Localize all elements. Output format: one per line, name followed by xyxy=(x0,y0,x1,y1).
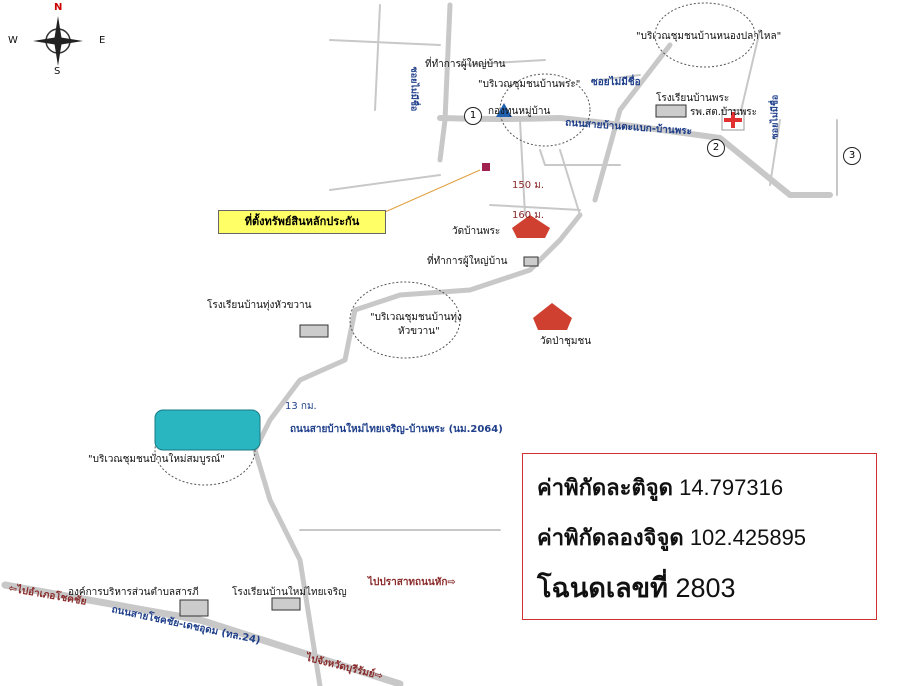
label-village-fund: กองทุนหมู่บ้าน xyxy=(488,106,551,117)
label-school-thung: โรงเรียนบ้านทุ่งหัวขวาน xyxy=(207,300,312,311)
label-road-2064: ถนนสายบ้านใหม่ไทยเจริญ-บ้านพระ (นม.2064) xyxy=(290,424,503,435)
label-to-prasat: ไปปราสาทถนนหัก⇨ xyxy=(368,577,456,588)
road-24 xyxy=(1,581,404,686)
label-distance-13km: 13 กม. xyxy=(285,401,317,412)
longitude-row: ค่าพิกัดลองจิจูด 102.425895 xyxy=(537,520,806,555)
school-icon xyxy=(299,324,329,338)
collateral-plot xyxy=(154,409,261,451)
temple-icon xyxy=(533,303,572,330)
compass-s: S xyxy=(54,66,61,77)
collateral-marker xyxy=(482,163,490,171)
school-icon xyxy=(271,597,301,611)
label-soi: ซอยไม่มีชื่อ xyxy=(770,94,781,140)
label-community-thung-2: หัวขวาน" xyxy=(398,326,440,337)
longitude-label: ค่าพิกัดลองจิจูด xyxy=(537,525,684,550)
marker-3: 3 xyxy=(843,147,861,165)
callout-leader xyxy=(384,169,481,213)
coordinates-panel: ค่าพิกัดละติจูด 14.797316 ค่าพิกัดลองจิจ… xyxy=(522,453,877,620)
marker-2: 2 xyxy=(707,139,725,157)
headman-office-icon xyxy=(523,256,539,267)
compass-icon xyxy=(33,16,83,66)
deed-row: โฉนดเลขที่ 2803 xyxy=(537,566,736,609)
label-sao-office: องค์การบริหารส่วนตำบลสารภี xyxy=(68,587,199,598)
latitude-row: ค่าพิกัดละติจูด 14.797316 xyxy=(537,470,783,505)
latitude-value: 14.797316 xyxy=(679,475,784,500)
compass-w: W xyxy=(8,35,18,46)
road-north-south-main xyxy=(437,2,453,163)
compass-e: E xyxy=(99,35,106,46)
label-wat-ban-phra: วัดบ้านพระ xyxy=(452,226,501,237)
community-circle-nong-pla-lai xyxy=(654,2,756,68)
road-2064 xyxy=(252,212,583,686)
deed-value: 2803 xyxy=(675,573,736,603)
label-community-thung: "บริเวณชุมชนบ้านทุ่ง xyxy=(370,312,462,323)
latitude-label: ค่าพิกัดละติจูด xyxy=(537,475,673,500)
hospital-icon xyxy=(721,109,745,131)
label-health-center: รพ.สต.บ้านพระ xyxy=(690,107,758,118)
community-circle-thung xyxy=(349,281,461,359)
collateral-callout: ที่ตั้งทรัพย์สินหลักประกัน xyxy=(218,210,386,234)
label-soi: ซอยไม่มีชื่อ xyxy=(591,77,641,88)
compass-n: N xyxy=(54,2,63,13)
road-to-nong-pla-lai xyxy=(592,42,673,203)
label-school-ban-phra: โรงเรียนบ้านพระ xyxy=(656,93,730,104)
road-main-tabaek-phra xyxy=(437,115,833,198)
label-community-mai-somboon: "บริเวณชุมชนบ้านใหม่สมบูรณ์" xyxy=(88,454,225,465)
label-distance-160: 160 ม. xyxy=(512,210,545,221)
community-circle-ban-phra xyxy=(499,73,591,147)
school-icon xyxy=(655,104,687,118)
label-headman-office-2: ที่ทำการผู้ใหญ่บ้าน xyxy=(427,256,508,267)
temple-icon xyxy=(512,215,550,238)
sao-office-icon xyxy=(179,599,209,617)
label-school-mai-thai-charoen: โรงเรียนบ้านใหม่ไทยเจริญ xyxy=(232,587,347,598)
label-distance-150: 150 ม. xyxy=(512,180,545,191)
village-fund-icon xyxy=(496,103,512,117)
marker-1: 1 xyxy=(464,107,482,125)
deed-label: โฉนดเลขที่ xyxy=(537,573,668,603)
label-headman-office: ที่ทำการผู้ใหญ่บ้าน xyxy=(425,59,506,70)
label-soi: ซอยไม่มีชื่อ xyxy=(408,66,419,112)
label-wat-pa: วัดป่าชุมชน xyxy=(540,336,592,347)
longitude-value: 102.425895 xyxy=(689,525,807,550)
label-community-ban-phra: "บริเวณชุมชนบ้านพระ" xyxy=(478,79,581,90)
label-community-nong-pla-lai: "บริเวณชุมชนบ้านหนองปลาไหล" xyxy=(636,31,782,42)
